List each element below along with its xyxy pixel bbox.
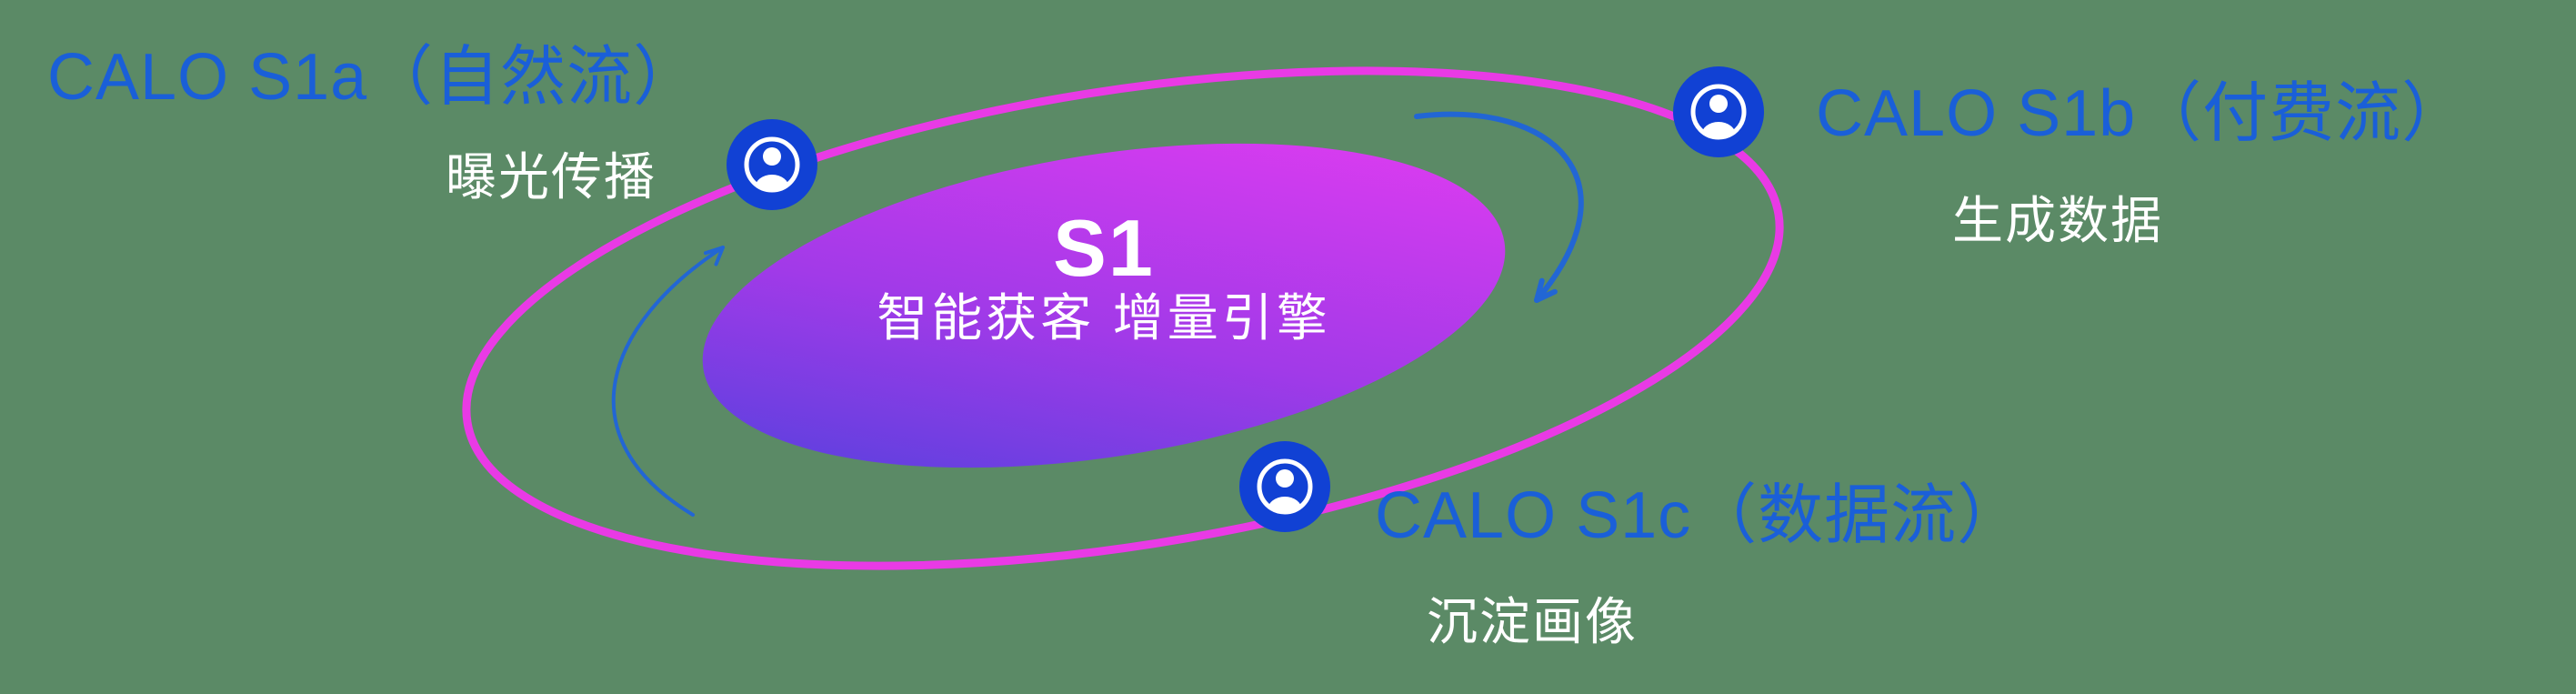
label-calo-s1b: CALO S1b（付费流） — [1816, 77, 2469, 150]
arrow-right-down-icon — [1414, 111, 1584, 303]
core-subtitle: 智能获客 增量引擎 — [877, 289, 1331, 347]
sublabel-s1a: 曝光传播 — [446, 148, 657, 206]
user-node-icon-s1c — [1239, 441, 1330, 532]
sublabel-s1c: 沉淀画像 — [1427, 593, 1638, 650]
user-node-icon-s1b — [1673, 66, 1764, 157]
arrow-left-up-icon — [611, 246, 725, 517]
user-node-icon-s1a — [727, 119, 817, 210]
core-gradient-ellipse — [702, 143, 1506, 468]
core-title: S1 — [1053, 203, 1155, 293]
orbit-ring — [462, 66, 1784, 570]
label-calo-s1a: CALO S1a（自然流） — [47, 41, 700, 114]
label-calo-s1c: CALO S1c（数据流） — [1375, 479, 2024, 552]
sublabel-s1b: 生成数据 — [1952, 192, 2163, 249]
